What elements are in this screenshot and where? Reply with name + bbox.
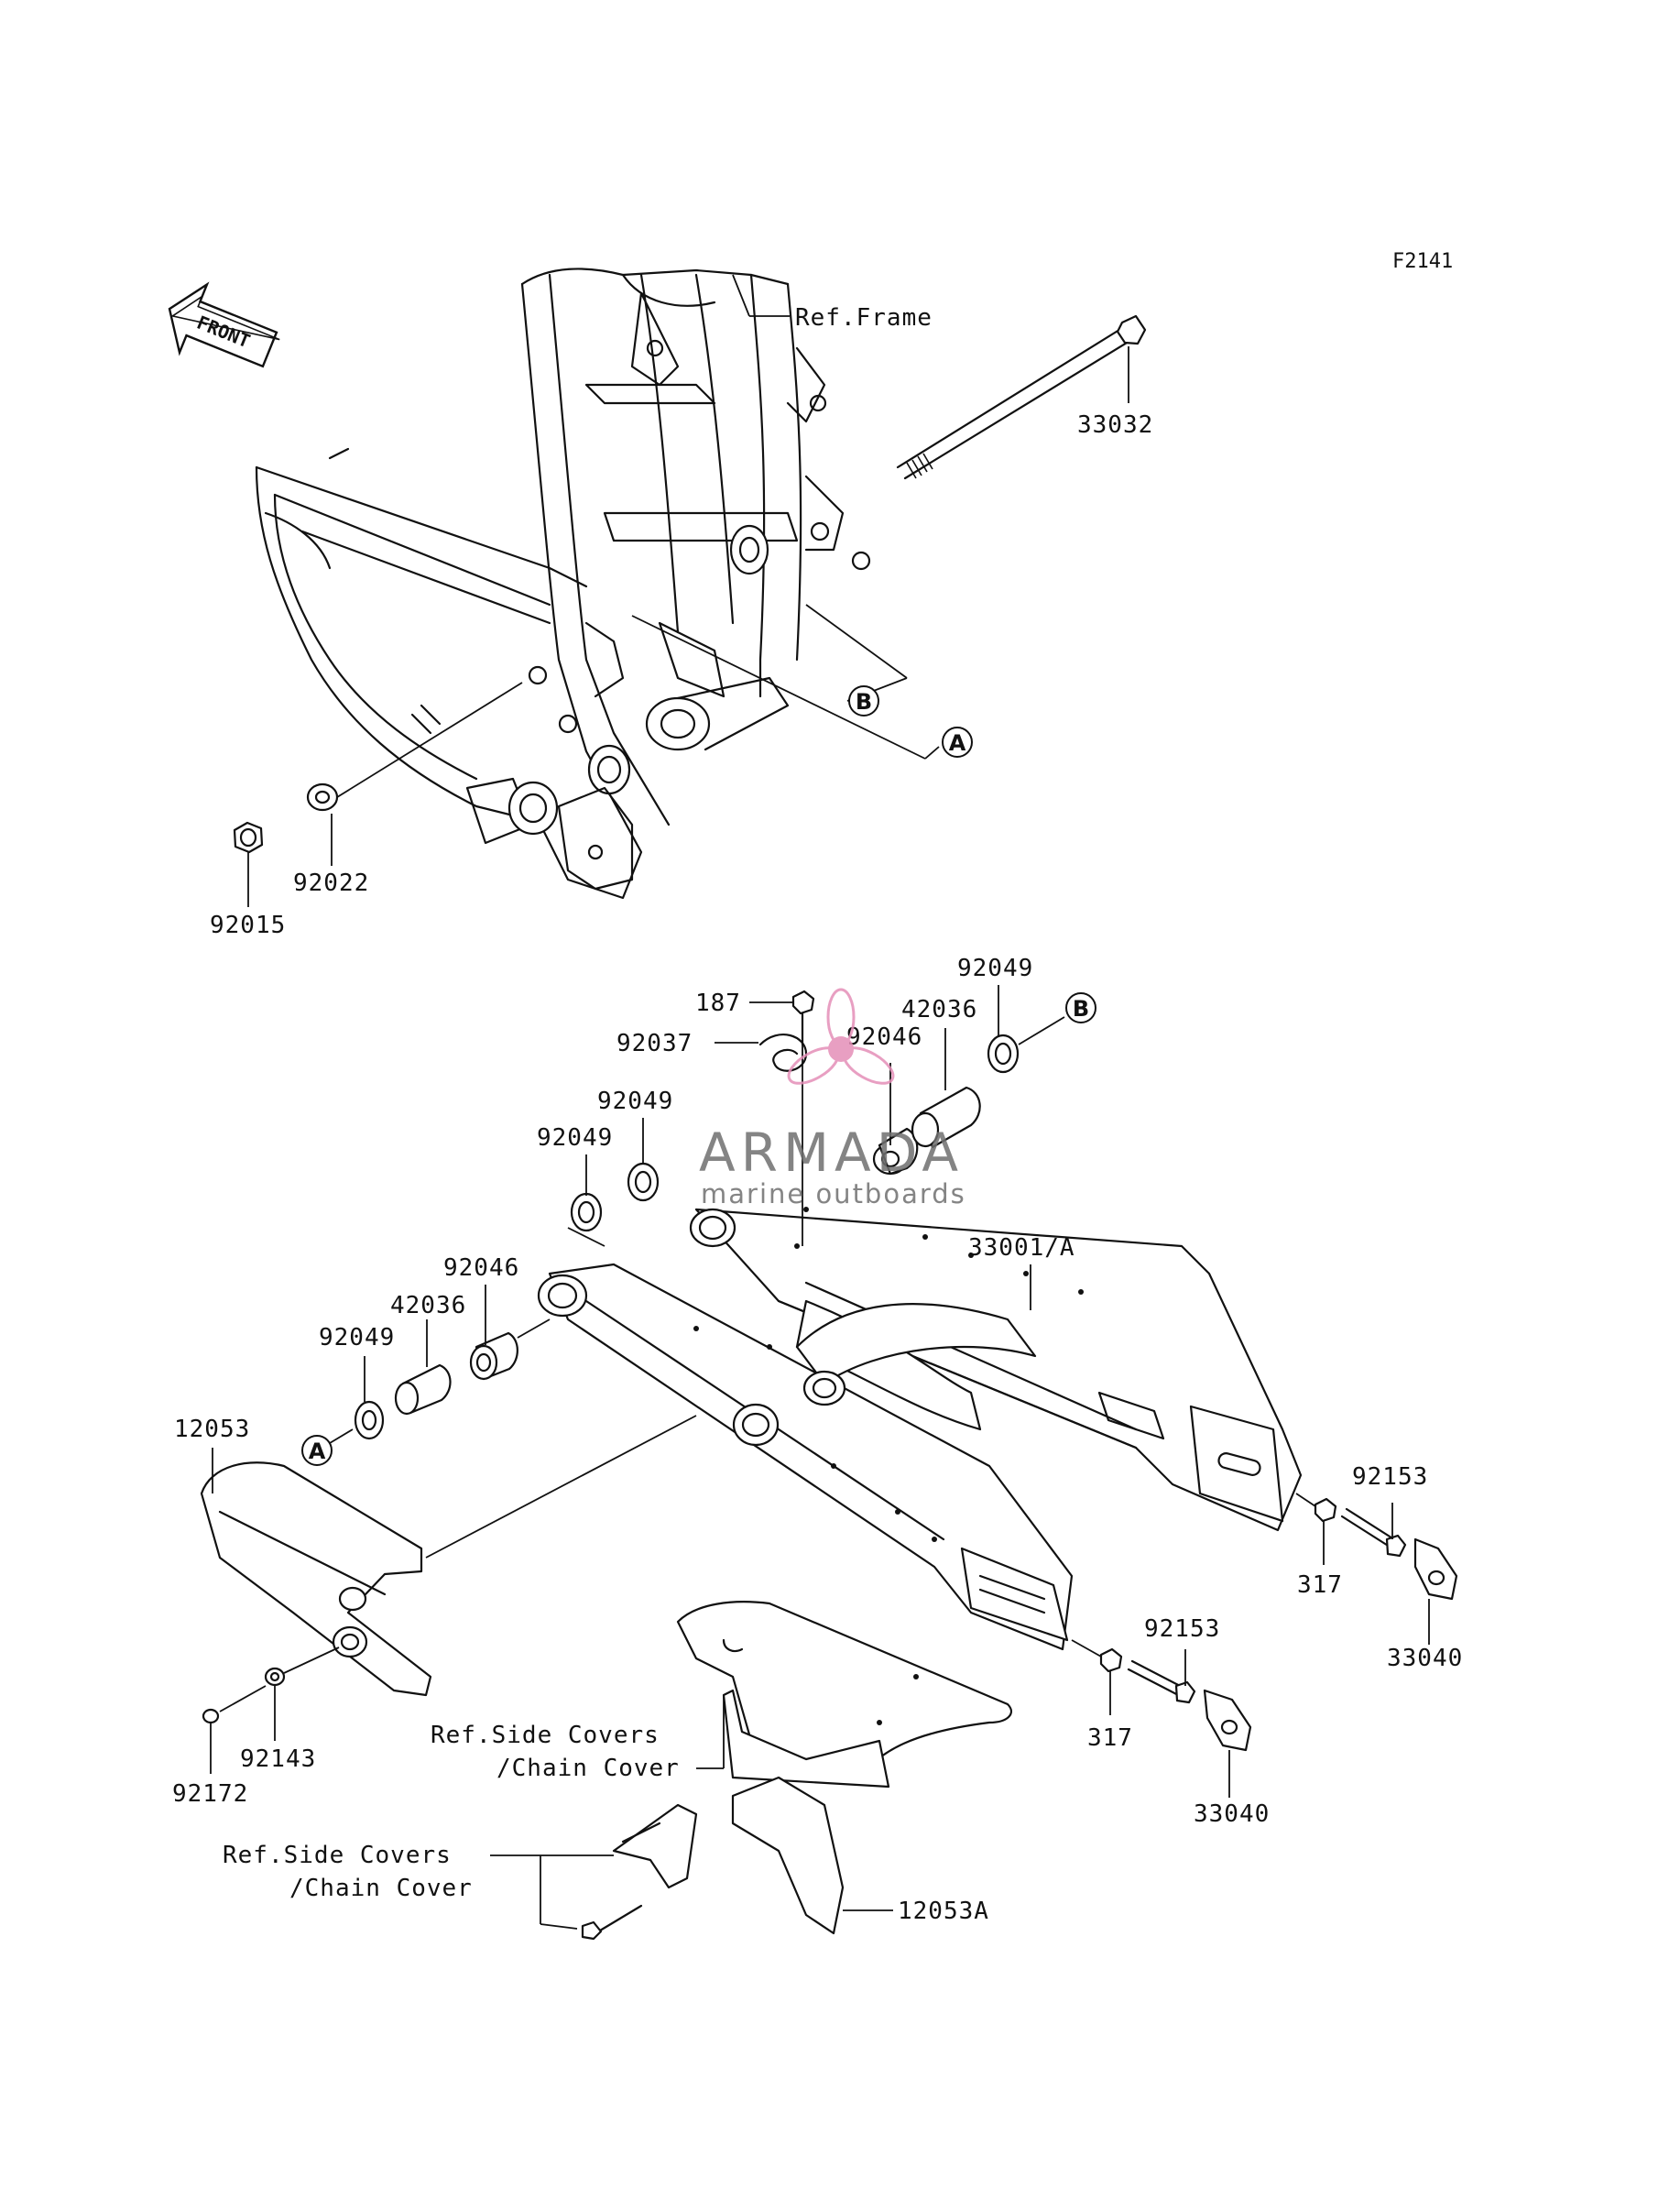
clip-92037 xyxy=(715,1034,808,1072)
armada-watermark: ARMADA marine outboards xyxy=(699,988,966,1209)
washer-92143 xyxy=(264,1647,340,1741)
seal-92049-lower xyxy=(329,1356,385,1444)
svg-text:B: B xyxy=(856,689,872,715)
watermark-brand: ARMADA xyxy=(699,1121,964,1184)
part-92153-upper-label: 92153 xyxy=(1352,1463,1428,1491)
part-92046-upper-label: 92046 xyxy=(846,1023,922,1051)
nut-317-lower xyxy=(1071,1639,1123,1715)
bolt-187 xyxy=(749,990,815,1246)
propeller-logo-icon xyxy=(787,988,895,1085)
part-92049-mid-a-label: 92049 xyxy=(597,1088,673,1115)
callout-a-top: A xyxy=(942,727,973,758)
part-12053a-label: 12053A xyxy=(898,1898,989,1925)
washer-92022 xyxy=(306,782,339,866)
part-33040-lower-label: 33040 xyxy=(1194,1800,1270,1828)
ref-side-covers-2-line1: Ref.Side Covers xyxy=(223,1842,452,1869)
part-42036-upper-label: 42036 xyxy=(901,996,977,1023)
plate-33040-lower xyxy=(1203,1689,1252,1798)
figure-code: F2141 xyxy=(1392,250,1453,273)
screw-92172 xyxy=(202,1685,267,1774)
nut-317-upper xyxy=(1295,1493,1337,1565)
part-92049-upper-right-label: 92049 xyxy=(957,955,1033,982)
svg-text:A: A xyxy=(309,1439,326,1464)
part-92172-label: 92172 xyxy=(172,1780,248,1808)
swingarm-illustration xyxy=(537,1207,1303,1651)
svg-text:B: B xyxy=(1073,996,1089,1022)
part-33001a-label: 33001/A xyxy=(968,1234,1075,1262)
collar-42036-lower xyxy=(394,1319,452,1416)
chain-cover-ref xyxy=(676,1601,1012,1789)
part-92143-label: 92143 xyxy=(240,1745,316,1773)
callout-b-bottom: B xyxy=(1065,992,1096,1023)
frame-illustration xyxy=(255,268,871,900)
part-187-label: 187 xyxy=(695,990,741,1017)
watermark-tagline: marine outboards xyxy=(701,1178,966,1209)
bolt-92153-lower xyxy=(1127,1649,1196,1704)
callout-b-top: B xyxy=(848,685,879,717)
part-33040-upper-label: 33040 xyxy=(1387,1645,1463,1672)
bolt-92153-upper xyxy=(1340,1503,1407,1558)
part-92153-lower-label: 92153 xyxy=(1144,1615,1220,1643)
svg-text:A: A xyxy=(949,730,966,756)
ref-side-covers-1-line1: Ref.Side Covers xyxy=(431,1722,660,1749)
part-92015-label: 92015 xyxy=(210,912,286,939)
part-317-lower-label: 317 xyxy=(1087,1724,1133,1752)
part-92049-lower-label: 92049 xyxy=(319,1324,395,1351)
pivot-axle xyxy=(896,314,1147,480)
plate-33040-upper xyxy=(1413,1537,1458,1645)
part-33032-label: 33032 xyxy=(1077,411,1153,439)
callout-a-bottom: A xyxy=(301,1435,333,1466)
front-arrow-icon: FRONT xyxy=(168,281,280,368)
ref-side-covers-2-line2: /Chain Cover xyxy=(289,1875,473,1902)
needle-bearing-92046-upper xyxy=(872,1063,919,1176)
chain-guard-12053a xyxy=(581,1776,893,1941)
needle-bearing-92046-lower xyxy=(469,1285,551,1381)
seal-92049-mid-a xyxy=(627,1118,660,1202)
ref-frame-label: Ref.Frame xyxy=(795,304,933,332)
part-92037-label: 92037 xyxy=(616,1030,693,1057)
part-12053-label: 12053 xyxy=(174,1416,250,1443)
part-92049-mid-b-label: 92049 xyxy=(537,1124,613,1152)
ref-side-covers-1-line2: /Chain Cover xyxy=(496,1755,680,1782)
part-92022-label: 92022 xyxy=(293,870,369,897)
part-92046-lower-label: 92046 xyxy=(443,1254,519,1282)
ref-side-covers-leaders xyxy=(490,1695,725,1930)
collar-42036-upper xyxy=(911,1028,981,1149)
nut-92015 xyxy=(233,821,264,907)
part-42036-lower-label: 42036 xyxy=(390,1292,466,1319)
chain-guard-12053 xyxy=(200,1415,697,1697)
seal-92049-upper-right xyxy=(987,985,1065,1074)
part-317-upper-label: 317 xyxy=(1297,1571,1343,1599)
seal-92049-mid-b xyxy=(567,1154,605,1247)
